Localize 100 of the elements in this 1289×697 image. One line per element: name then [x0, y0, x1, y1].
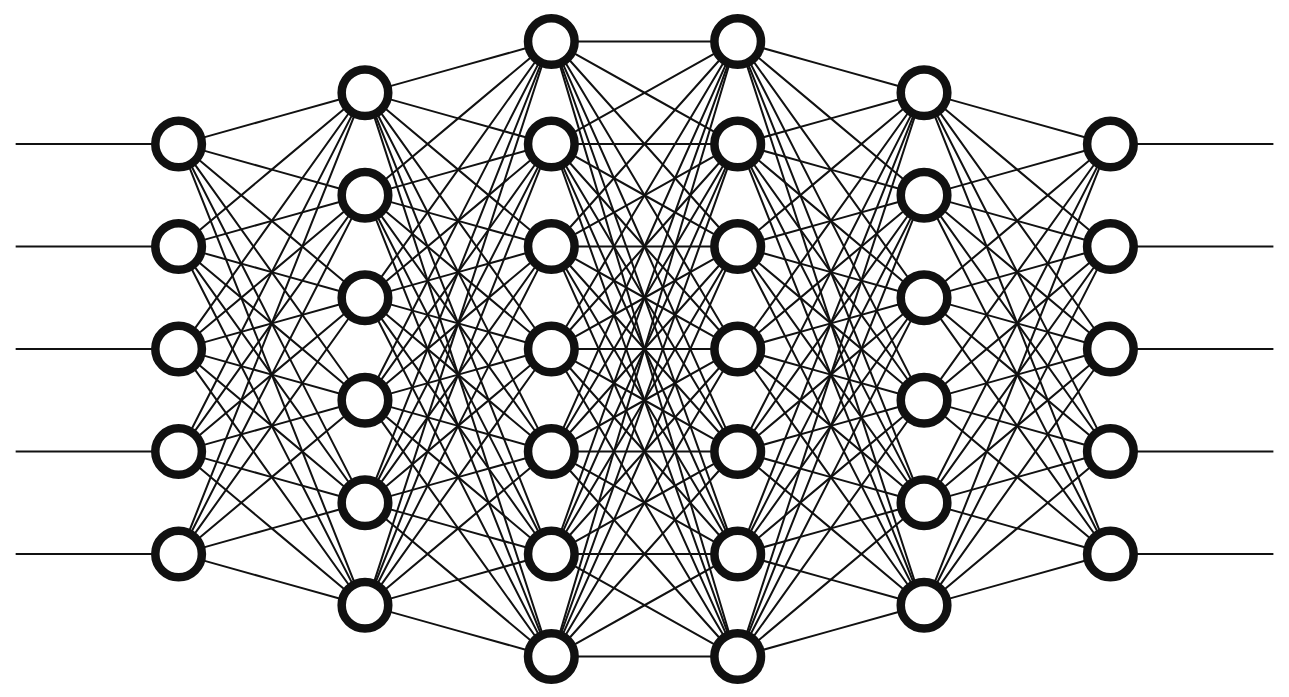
- node-circle: [523, 115, 579, 172]
- connector: [567, 467, 722, 640]
- connector: [937, 315, 1097, 536]
- connector: [559, 165, 730, 635]
- connector: [748, 316, 914, 637]
- connector: [756, 105, 906, 233]
- connector: [745, 62, 917, 584]
- connector: [189, 214, 355, 534]
- connector: [376, 265, 541, 585]
- connector: [942, 311, 1093, 438]
- node-circle: [337, 372, 393, 428]
- connector: [942, 362, 1093, 489]
- connector: [748, 60, 914, 381]
- connector: [748, 214, 914, 534]
- connector: [567, 57, 722, 230]
- connector: [383, 464, 534, 591]
- connector: [197, 208, 347, 335]
- connector: [378, 110, 538, 331]
- node-circle: [523, 218, 579, 274]
- node-circle: [523, 525, 579, 582]
- connector: [567, 262, 722, 435]
- connector: [935, 112, 1100, 432]
- connector: [374, 216, 543, 635]
- connector: [563, 60, 726, 330]
- node-circle: [1082, 423, 1138, 479]
- node-circle: [710, 320, 766, 377]
- node-circle: [337, 474, 393, 530]
- connector: [383, 413, 534, 540]
- connector: [748, 163, 914, 483]
- node-circle: [523, 423, 579, 479]
- connector: [383, 362, 534, 489]
- connector: [187, 164, 356, 584]
- connector: [756, 157, 906, 284]
- connector: [756, 515, 906, 643]
- node-circle: [1082, 320, 1138, 377]
- connector: [189, 111, 355, 432]
- connector: [374, 164, 543, 584]
- connector: [197, 310, 347, 438]
- connector: [942, 413, 1093, 540]
- node-circle: [896, 474, 952, 530]
- connector: [942, 259, 1093, 386]
- connector: [756, 362, 906, 489]
- connector: [376, 317, 541, 637]
- connector: [745, 113, 917, 635]
- connector: [746, 62, 915, 482]
- connector: [561, 266, 728, 636]
- connector: [746, 164, 915, 584]
- connector: [942, 208, 1093, 335]
- node-circle: [151, 218, 207, 274]
- connector: [192, 366, 352, 588]
- connector: [933, 164, 1102, 584]
- node-circle: [896, 577, 952, 633]
- connector: [383, 208, 534, 335]
- node-circle: [1082, 218, 1138, 274]
- connector: [376, 163, 541, 483]
- connector: [383, 259, 534, 386]
- node-circle: [710, 13, 766, 69]
- connector: [756, 464, 906, 592]
- connector: [197, 362, 347, 489]
- connector: [383, 157, 534, 284]
- connector: [563, 265, 726, 535]
- connector: [374, 62, 543, 481]
- node-circle: [151, 423, 207, 479]
- connector: [376, 214, 541, 534]
- connector: [197, 105, 347, 233]
- connector: [746, 113, 915, 533]
- node-circle: [337, 167, 393, 223]
- node-circle: [710, 115, 766, 172]
- connector: [187, 113, 356, 533]
- connector: [756, 259, 906, 387]
- connector: [756, 413, 906, 540]
- connector: [559, 62, 730, 532]
- connector: [561, 163, 728, 534]
- node-circle: [151, 525, 207, 582]
- node-circle: [896, 269, 952, 325]
- connector: [748, 265, 914, 586]
- connector: [197, 157, 347, 284]
- node-circle: [710, 218, 766, 274]
- node-circle: [337, 269, 393, 325]
- connector: [937, 110, 1097, 331]
- connector: [189, 265, 355, 586]
- node-circle: [523, 628, 579, 684]
- connector: [746, 215, 915, 635]
- node-circle: [896, 167, 952, 223]
- connector: [197, 259, 347, 387]
- node-circle: [1082, 115, 1138, 172]
- connector: [372, 114, 544, 635]
- connector: [197, 413, 347, 540]
- connector: [378, 315, 538, 536]
- connector: [197, 464, 347, 592]
- node-circle: [710, 628, 766, 684]
- node-circle: [1082, 525, 1138, 582]
- connector: [374, 113, 543, 533]
- connector: [935, 163, 1100, 483]
- connector: [192, 161, 352, 383]
- node-circle: [151, 115, 207, 172]
- connector: [942, 157, 1093, 284]
- connector: [376, 112, 541, 432]
- node-circle: [710, 525, 766, 582]
- connector: [751, 366, 911, 588]
